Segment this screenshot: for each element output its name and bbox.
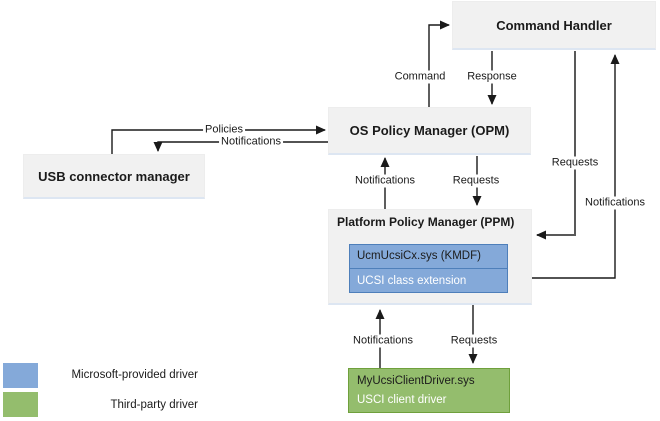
notifications-opm-to-usb-label: Notifications	[219, 135, 283, 149]
opm-box: OS Policy Manager (OPM)	[328, 107, 531, 155]
ucsi-class-extension-label: UCSI class extension	[357, 275, 467, 287]
third-party-driver-swatch	[3, 392, 38, 417]
notifications-ppm-to-ch-label: Notifications	[583, 196, 647, 210]
policies-label: Policies	[203, 123, 245, 137]
opm-title: OS Policy Manager (OPM)	[349, 123, 510, 138]
ucsi-client-driver-box: MyUcsiClientDriver.sys USCI client drive…	[348, 368, 510, 413]
requests-opm-to-ppm-label: Requests	[450, 174, 502, 188]
response-label: Response	[465, 70, 519, 84]
ucsi-class-extension-box: UcmUcsiCx.sys (KMDF) UCSI class extensio…	[349, 244, 508, 293]
ucsi-client-driver-filename: MyUcsiClientDriver.sys	[357, 375, 475, 387]
ucsi-client-driver-label: USCI client driver	[357, 394, 447, 406]
requests-ch-to-ppm-label: Requests	[549, 156, 601, 170]
policies-arrow	[111, 125, 326, 154]
usb-connector-manager-title: USB connector manager	[38, 168, 190, 184]
third-party-driver-legend-label: Third-party driver	[110, 399, 198, 411]
ppm-title: Platform Policy Manager (PPM)	[337, 215, 515, 229]
command-handler-title: Command Handler	[496, 17, 612, 33]
notifications-client-to-ppm-label: Notifications	[351, 334, 415, 348]
microsoft-driver-swatch	[3, 363, 38, 388]
requests-ppm-to-client-label: Requests	[448, 334, 500, 348]
notifications-ppm-to-ch-arrow	[532, 54, 620, 279]
ucsi-class-extension-filename: UcmUcsiCx.sys (KMDF)	[350, 245, 507, 269]
command-label: Command	[392, 70, 448, 84]
usb-connector-manager-box: USB connector manager	[23, 154, 205, 199]
microsoft-driver-legend-label: Microsoft-provided driver	[71, 369, 198, 381]
command-arrow	[428, 20, 450, 107]
requests-ch-to-ppm-arrow	[536, 51, 576, 240]
command-handler-box: Command Handler	[452, 1, 656, 50]
notifications-ppm-to-opm-label: Notifications	[353, 174, 417, 188]
